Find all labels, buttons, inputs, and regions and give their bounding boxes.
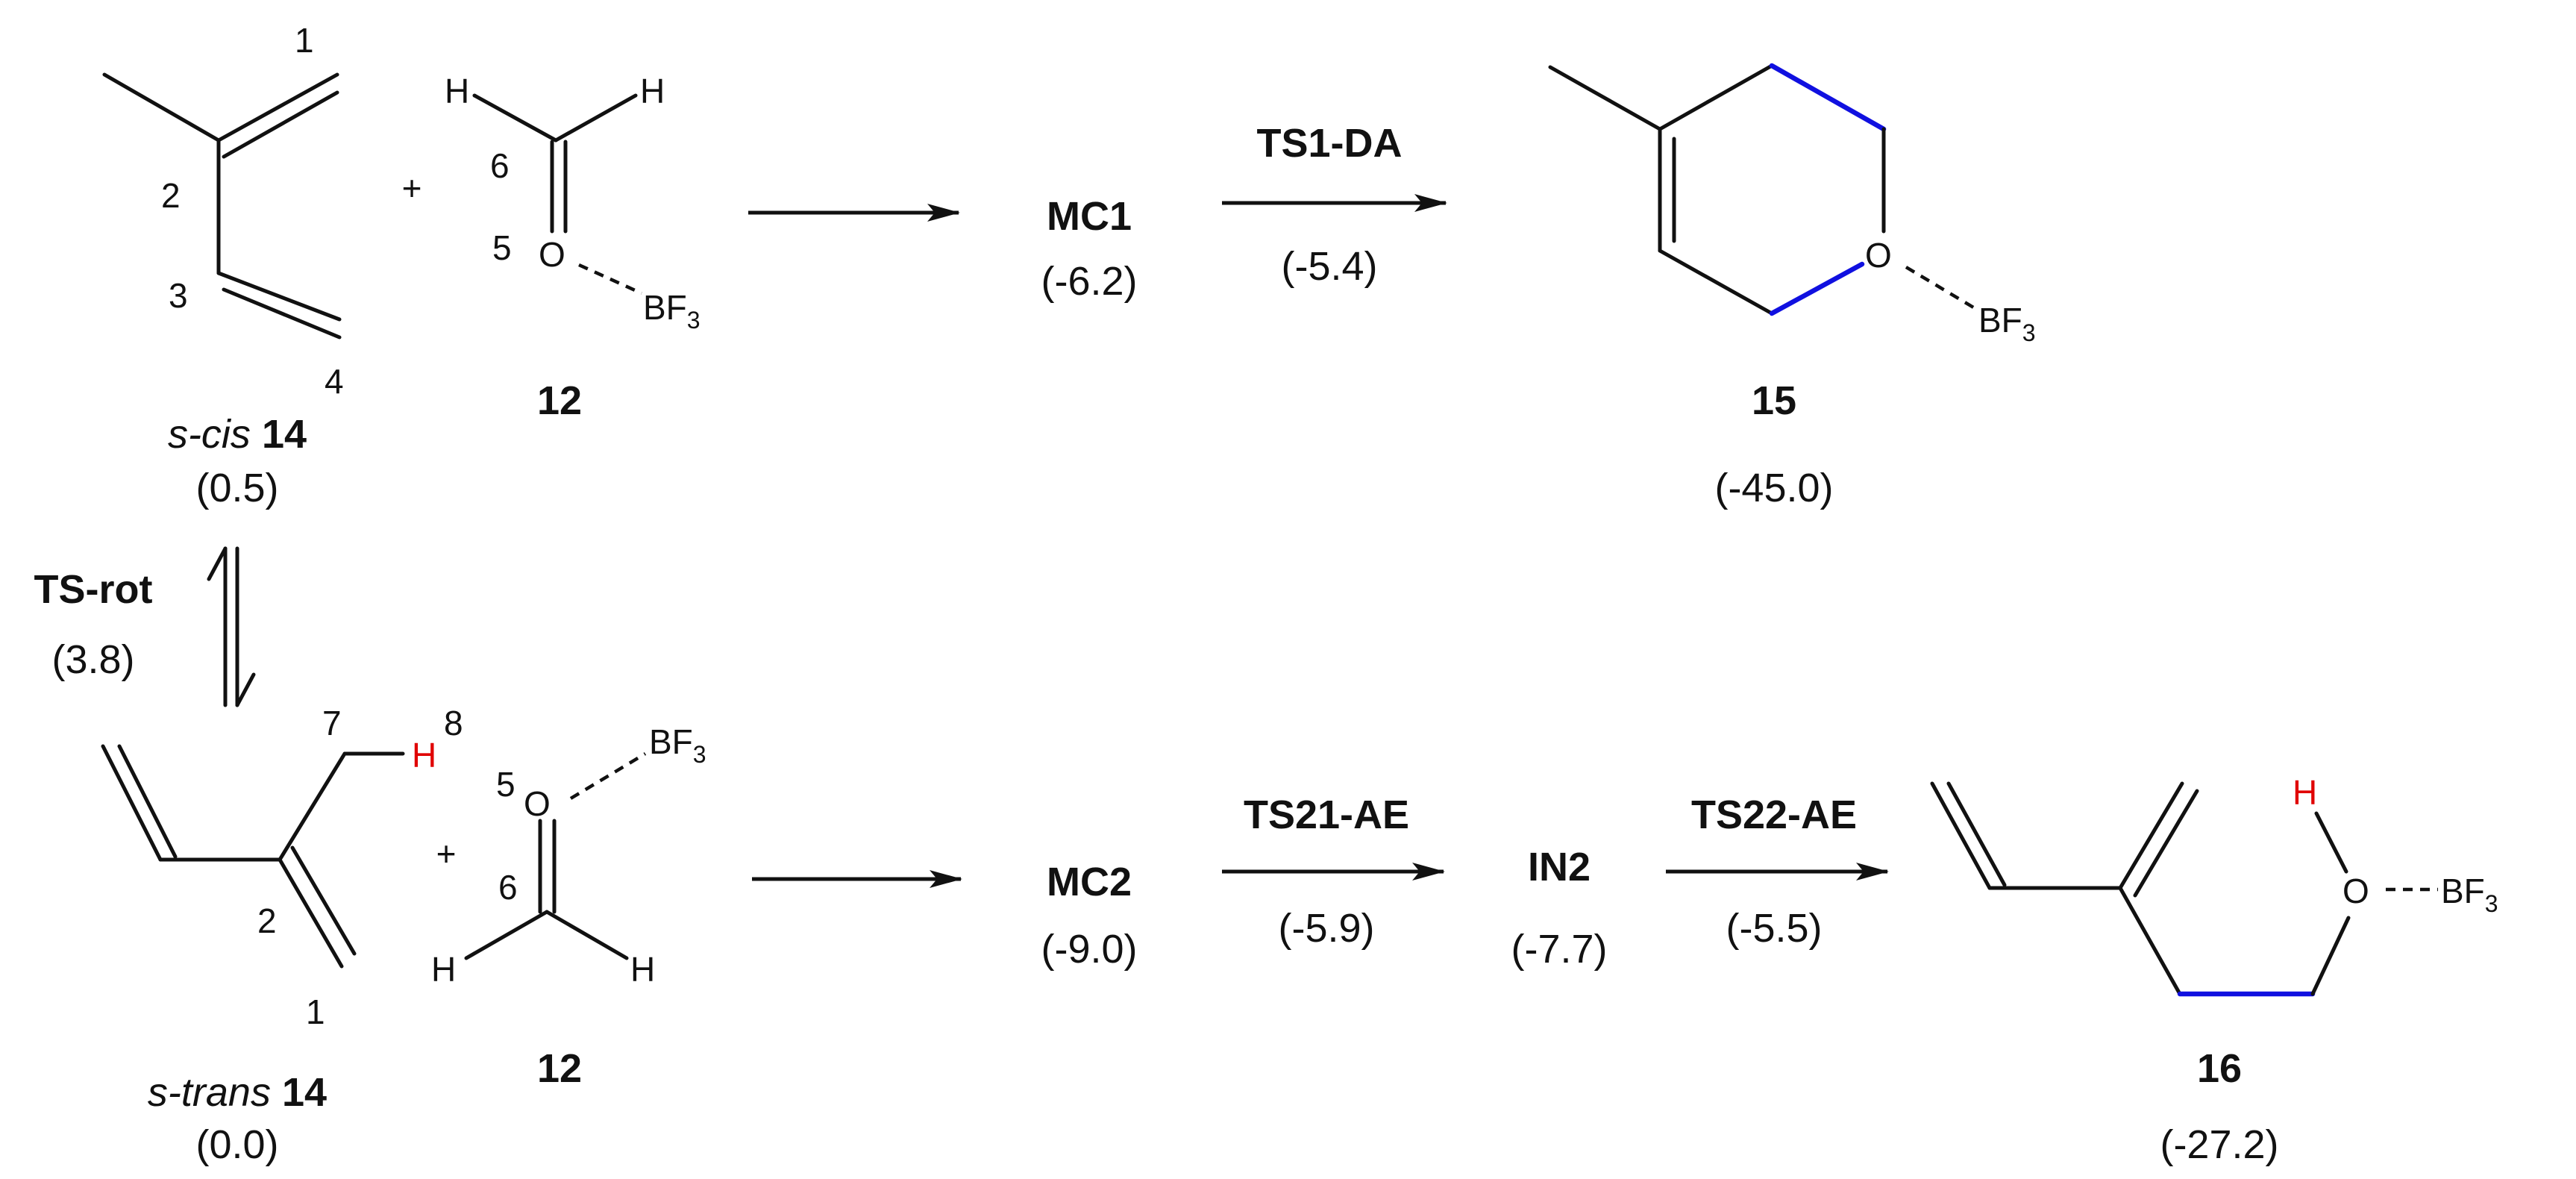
atom-number-c7: 7 — [322, 704, 342, 742]
transferred-hydrogen: H — [2293, 773, 2317, 812]
energy-s-cis-14: (0.5) — [195, 466, 278, 510]
hydrogen-right-bottom: H — [630, 950, 655, 989]
bf3-bottom: BF3 — [649, 722, 706, 768]
bf3-top: BF3 — [643, 288, 701, 334]
compound-label-16: 16 — [2197, 1046, 2242, 1091]
atom-number-c6-top: 6 — [490, 146, 510, 185]
atom-number-c3: 3 — [169, 276, 188, 315]
atom-number-c2-bottom: 2 — [257, 901, 277, 940]
atom-number-c4: 4 — [325, 362, 344, 401]
s-trans-isoprene-structure — [101, 744, 405, 969]
ts-label-ts-rot: TS-rot — [34, 567, 153, 612]
oxygen-product-16: O — [2342, 872, 2369, 910]
dihydropyran-product-structure — [1548, 63, 1976, 316]
atom-number-c1-bottom: 1 — [306, 992, 325, 1031]
plus-sign-bottom: + — [436, 834, 457, 873]
compound-label-12-top: 12 — [537, 378, 582, 423]
formaldehyde-top-bonds — [472, 93, 642, 295]
s-cis-isoprene-structure — [102, 72, 342, 340]
hydrogen-left-bottom: H — [431, 950, 456, 989]
energy-s-trans-14: (0.0) — [195, 1122, 278, 1167]
atom-number-c6-bottom: 6 — [498, 868, 518, 907]
migrating-hydrogen: H — [412, 736, 436, 775]
atom-number-c1: 1 — [295, 21, 314, 60]
atom-number-o5-bottom: 5 — [496, 765, 515, 804]
hydrogen-right-top: H — [640, 72, 665, 110]
bf3-product-16: BF3 — [2441, 872, 2498, 917]
hydrogen-left-top: H — [445, 72, 469, 110]
energy-15: (-45.0) — [1714, 466, 1833, 510]
ts-label-ts21-ae: TS21-AE — [1244, 792, 1409, 837]
atom-number-c2: 2 — [161, 176, 181, 215]
equilibrium-arrows — [207, 546, 256, 707]
atom-number-o5-top: 5 — [492, 228, 512, 267]
oxygen-product-15: O — [1865, 236, 1892, 275]
ts-label-ts22-ae: TS22-AE — [1691, 792, 1857, 837]
plus-sign-top: + — [402, 169, 422, 207]
energy-mc2: (-9.0) — [1041, 927, 1137, 972]
compound-label-12-bottom: 12 — [537, 1046, 582, 1091]
energy-ts1-da: (-5.4) — [1281, 244, 1377, 289]
energy-in2: (-7.7) — [1511, 927, 1607, 972]
energy-mc1: (-6.2) — [1041, 259, 1137, 304]
intermediate-in2: IN2 — [1528, 845, 1591, 889]
energy-16: (-27.2) — [2160, 1122, 2278, 1167]
formaldehyde-bottom-bonds — [464, 752, 647, 960]
atom-number-h8: 8 — [444, 704, 463, 742]
energy-ts-rot: (3.8) — [51, 637, 134, 682]
oxygen-top: O — [539, 235, 565, 274]
compound-label-s-trans-14: s-trans 14 — [148, 1070, 327, 1115]
ene-product-structure — [1930, 781, 2438, 997]
compound-label-s-cis-14: s-cis 14 — [168, 412, 307, 457]
intermediate-mc1: MC1 — [1047, 194, 1132, 239]
oxygen-bottom: O — [524, 784, 551, 823]
intermediate-mc2: MC2 — [1047, 860, 1132, 904]
ts-label-ts1-da: TS1-DA — [1256, 121, 1402, 166]
energy-ts21-ae: (-5.9) — [1278, 906, 1374, 951]
energy-ts22-ae: (-5.5) — [1726, 906, 1822, 951]
compound-label-15: 15 — [1752, 378, 1796, 423]
bf3-product-15: BF3 — [1978, 301, 2036, 346]
